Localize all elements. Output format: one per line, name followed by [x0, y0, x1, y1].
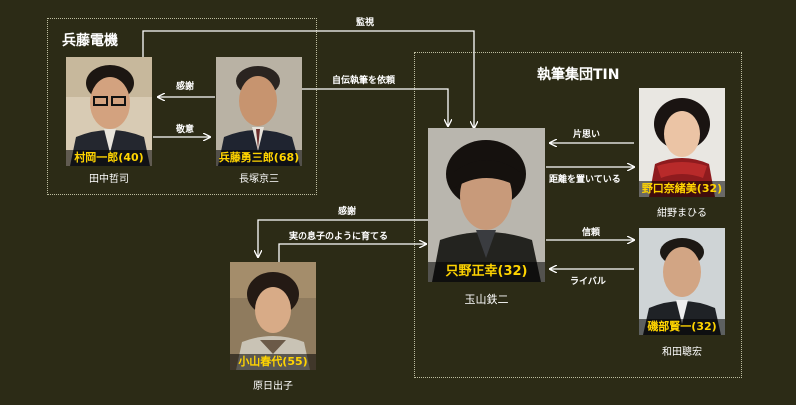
name-isobe: 磯部賢一(32) [639, 319, 725, 335]
label-rival: ライバル [570, 277, 606, 287]
portrait-tadano-icon [428, 128, 545, 282]
label-kansha-top: 感謝 [176, 82, 195, 92]
label-kanshi: 監視 [356, 18, 375, 28]
group-box-tin [414, 52, 742, 378]
label-shinrai: 信頼 [582, 228, 601, 238]
name-noguchi: 野口奈緒美(32) [639, 181, 725, 197]
portrait-koyama-icon [230, 262, 316, 370]
name-koyama: 小山春代(55) [230, 354, 316, 370]
photo-hyodo: 兵藤勇三郎(68) [216, 57, 302, 166]
group-title-hyodo-denki: 兵藤電機 [62, 33, 118, 49]
name-muraoka: 村岡一郎(40) [66, 150, 152, 166]
photo-isobe: 磯部賢一(32) [639, 228, 725, 335]
name-tadano: 只野正幸(32) [428, 262, 545, 282]
group-title-tin: 執筆集団TIN [537, 67, 620, 83]
arrow-musuko [278, 244, 426, 262]
photo-koyama: 小山春代(55) [230, 262, 316, 370]
actor-muraoka: 田中哲司 [89, 174, 129, 185]
arrow-jiden [284, 88, 448, 126]
actor-isobe: 和田聰宏 [662, 347, 702, 358]
label-kyori: 距離を置いている [549, 175, 621, 185]
actor-koyama: 原日出子 [253, 381, 293, 392]
label-kataomoi: 片思い [573, 130, 601, 140]
label-keii: 敬意 [176, 125, 195, 135]
actor-noguchi: 紺野まひる [657, 208, 707, 219]
label-musuko: 実の息子のように育てる [289, 232, 389, 242]
photo-noguchi: 野口奈緒美(32) [639, 88, 725, 197]
photo-muraoka: 村岡一郎(40) [66, 57, 152, 166]
arrow-kansha-koyama [258, 219, 428, 257]
group-box-hyodo-denki [47, 18, 317, 195]
actor-tadano: 玉山鉄二 [464, 293, 509, 306]
name-hyodo: 兵藤勇三郎(68) [216, 150, 302, 166]
label-jiden: 自伝執筆を依頼 [332, 76, 396, 86]
portrait-noguchi-icon [639, 88, 725, 197]
portrait-hyodo-icon [216, 57, 302, 166]
arrow-kanshi [142, 30, 474, 128]
photo-tadano: 只野正幸(32) [428, 128, 545, 282]
actor-hyodo: 長塚京三 [239, 174, 279, 185]
label-kansha-koyama: 感謝 [338, 207, 357, 217]
